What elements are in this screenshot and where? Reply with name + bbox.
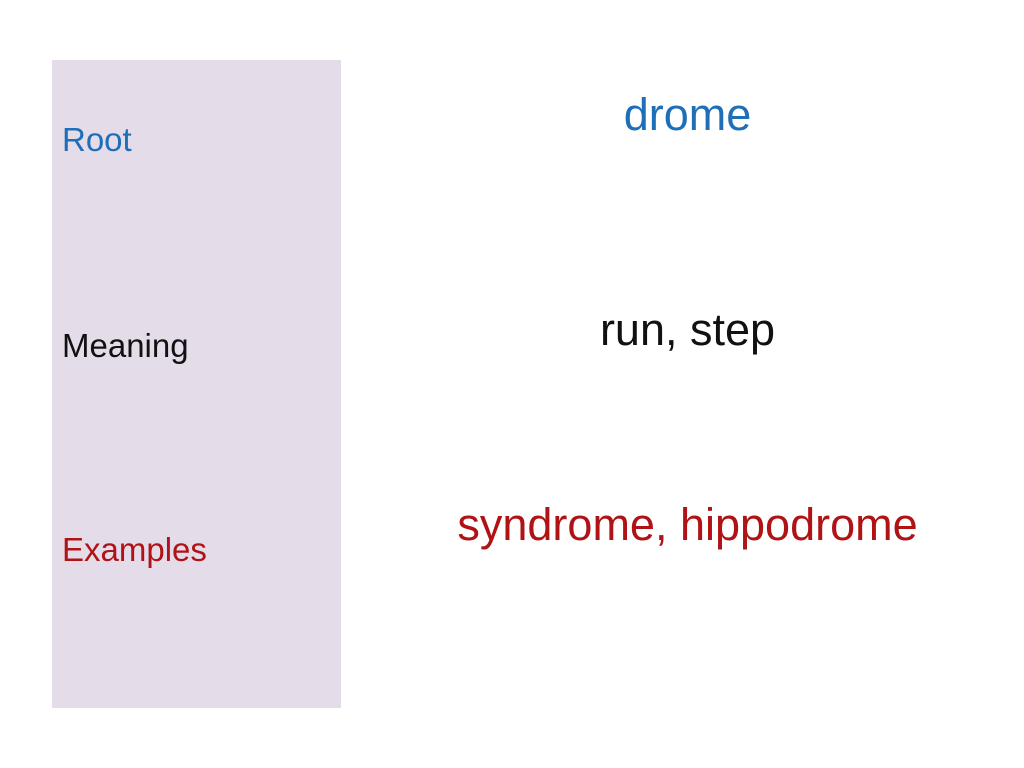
meaning-value: run, step [599,304,776,355]
meaning-label: Meaning [62,327,189,364]
examples-label: Examples [62,531,207,568]
label-column-panel [52,60,341,708]
examples-value: syndrome, hippodrome [457,499,918,550]
root-label: Root [62,121,132,158]
root-value: drome [623,89,752,140]
